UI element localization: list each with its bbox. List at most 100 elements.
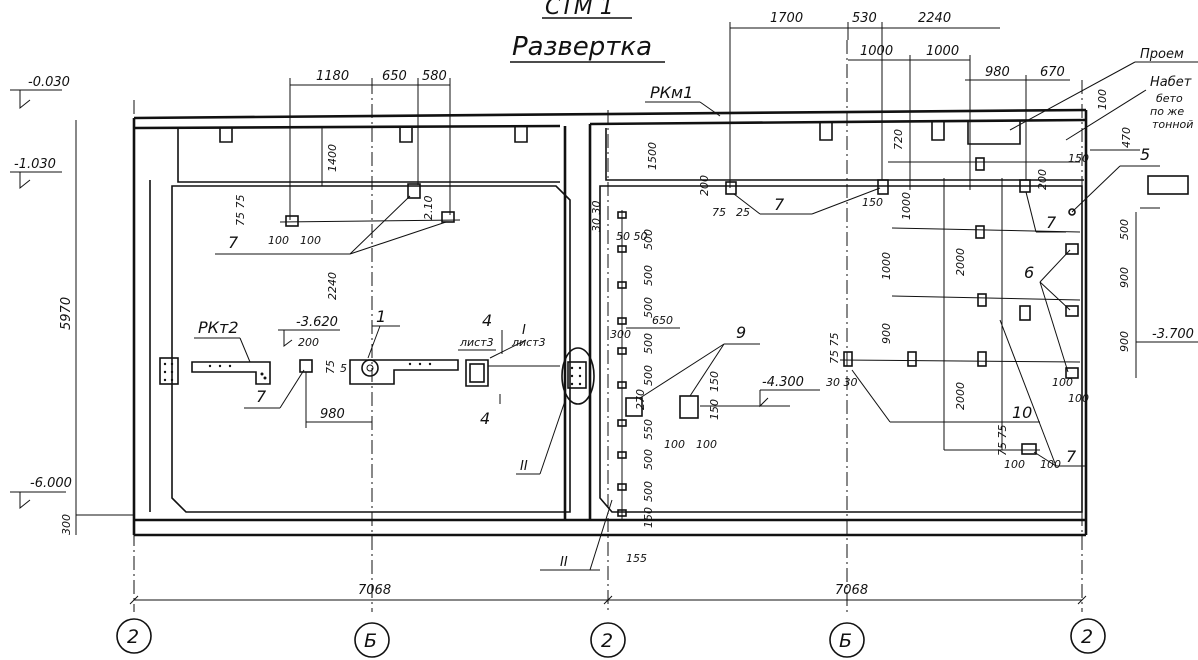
callout-10: 10 [1012,403,1032,422]
svg-text:200: 200 [1036,169,1049,190]
elevation-second: -1.030 [14,157,56,172]
dim-2240r: 2240 [918,11,951,26]
svg-text:75 75: 75 75 [234,195,247,227]
dim-1400: 1400 [326,144,339,172]
drawing-subtitle: Развертка [512,32,652,62]
dim-1180: 1180 [316,69,349,84]
dim-210: 2.10 [422,196,435,221]
svg-text:2000: 2000 [954,382,967,410]
base-300: 300 [60,514,73,535]
axis-bubble-2-mid: 2 [590,622,626,658]
svg-text:500: 500 [642,481,655,502]
elevation-4300: -4.300 [762,375,804,390]
svg-text:500: 500 [1118,219,1131,240]
span-right-value: 7068 [835,583,868,598]
svg-text:РКт2: РКт2 [198,318,239,337]
dim-2240: 2240 [326,272,339,300]
svg-text:100: 100 [1004,458,1025,471]
elevation-bottom: -6.000 [30,476,72,491]
svg-text:РКм1: РКм1 [650,83,693,102]
svg-text:75 75: 75 75 [828,333,841,365]
svg-text:100: 100 [696,438,717,451]
svg-text:30 30: 30 30 [590,201,603,233]
svg-text:200: 200 [298,336,319,349]
callout-7-b: 7 [256,387,267,406]
svg-text:Набет: Набет [1150,75,1192,90]
svg-text:100: 100 [1068,392,1089,405]
callout-5: 5 [1140,145,1150,164]
svg-text:470: 470 [1120,127,1133,148]
svg-text:лист3: лист3 [459,336,494,349]
embedded-plate-mid-wall: II [516,347,595,475]
svg-text:30 30: 30 30 [826,376,858,389]
height-5970: 5970 [59,297,74,330]
svg-text:-3.620: -3.620 [296,315,338,330]
dim-670: 670 [1040,65,1065,80]
svg-text:лист3: лист3 [511,336,546,349]
beam-center-assembly: 1 4 лист3 I лист3 4 [349,307,560,428]
svg-text:I: I [522,323,526,338]
top-dims-right: 1700 530 2240 1000 1000 980 670 [729,11,1070,190]
svg-text:4: 4 [480,409,490,428]
axis-bubble-b-left: Б [354,622,390,658]
svg-text:300: 300 [610,328,631,341]
svg-text:II: II [520,459,528,474]
svg-text:75: 75 [712,206,726,219]
svg-text:II: II [560,555,568,570]
svg-text:200: 200 [698,175,711,196]
dim-1000b: 1000 [926,44,959,59]
svg-text:500: 500 [642,265,655,286]
dim-530: 530 [852,11,877,26]
elevation-marks-left: -0.030 -1.030 -6.000 5970 300 [10,75,134,535]
svg-text:500: 500 [642,297,655,318]
beam-label-rkm1: РКм1 [645,83,721,117]
wall-outline [132,108,1088,537]
beam-rkt2: РКт2 [191,318,271,385]
axis-lines [133,40,1083,612]
axis-bubble-b-right: Б [829,622,865,658]
axis-label: Б [839,630,852,652]
embedded-part-top-right: 200 75 25 7 150 [698,175,889,219]
elevation-3700: -3.700 [1152,327,1194,342]
mid-column-dim-chain: 1500 30 30 50 50 500 500 500 300 500 500… [540,142,659,571]
axis-label: Б [364,630,377,652]
dim-1000a: 1000 [860,44,893,59]
dim-650: 650 [382,69,407,84]
embedded-part-left-top: 75 75 100 100 7 [215,183,461,255]
span-dimensions: 7068 7068 [129,583,1087,605]
svg-text:150: 150 [862,196,883,209]
dim-580: 580 [422,69,447,84]
svg-text:25: 25 [736,206,750,219]
opening-label: Проем Набет бето по же тонной [1009,47,1198,141]
svg-text:5: 5 [340,362,347,375]
embedded-part-9: 650 150 150 100 100 9 -4.300 [625,314,820,451]
svg-text:100: 100 [664,438,685,451]
svg-text:1500: 1500 [646,142,659,170]
embedded-grid-right: 720 1000 1000 2000 900 2000 200 7 6 100 … [839,129,1089,451]
svg-text:550: 550 [642,419,655,440]
svg-text:75: 75 [324,360,337,374]
svg-text:100: 100 [268,234,289,247]
svg-text:150: 150 [1068,152,1089,165]
svg-text:4: 4 [482,311,492,330]
svg-text:900: 900 [1118,331,1131,352]
top-dims-left: 1180 650 580 1400 2240 2.10 [289,69,451,300]
svg-text:бето: бето [1156,92,1183,105]
callout-7-d: 7 [1046,213,1057,232]
svg-text:500: 500 [642,333,655,354]
svg-text:100: 100 [300,234,321,247]
callout-9: 9 [736,323,746,342]
callout-6: 6 [1024,263,1034,282]
svg-text:500: 500 [642,449,655,470]
level-3620: -3.620 200 75 5 7 980 [244,315,372,428]
elevation-top: -0.030 [28,75,70,90]
svg-text:720: 720 [892,129,905,150]
callout-7-c: 7 [774,195,785,214]
svg-text:900: 900 [1118,267,1131,288]
axis-bubble-2-left: 2 [116,618,152,654]
callout-7-e: 7 [1066,447,1077,466]
svg-text:100: 100 [1096,89,1109,110]
svg-text:270: 270 [634,389,647,410]
embedded-plate-left-wall [159,357,179,385]
